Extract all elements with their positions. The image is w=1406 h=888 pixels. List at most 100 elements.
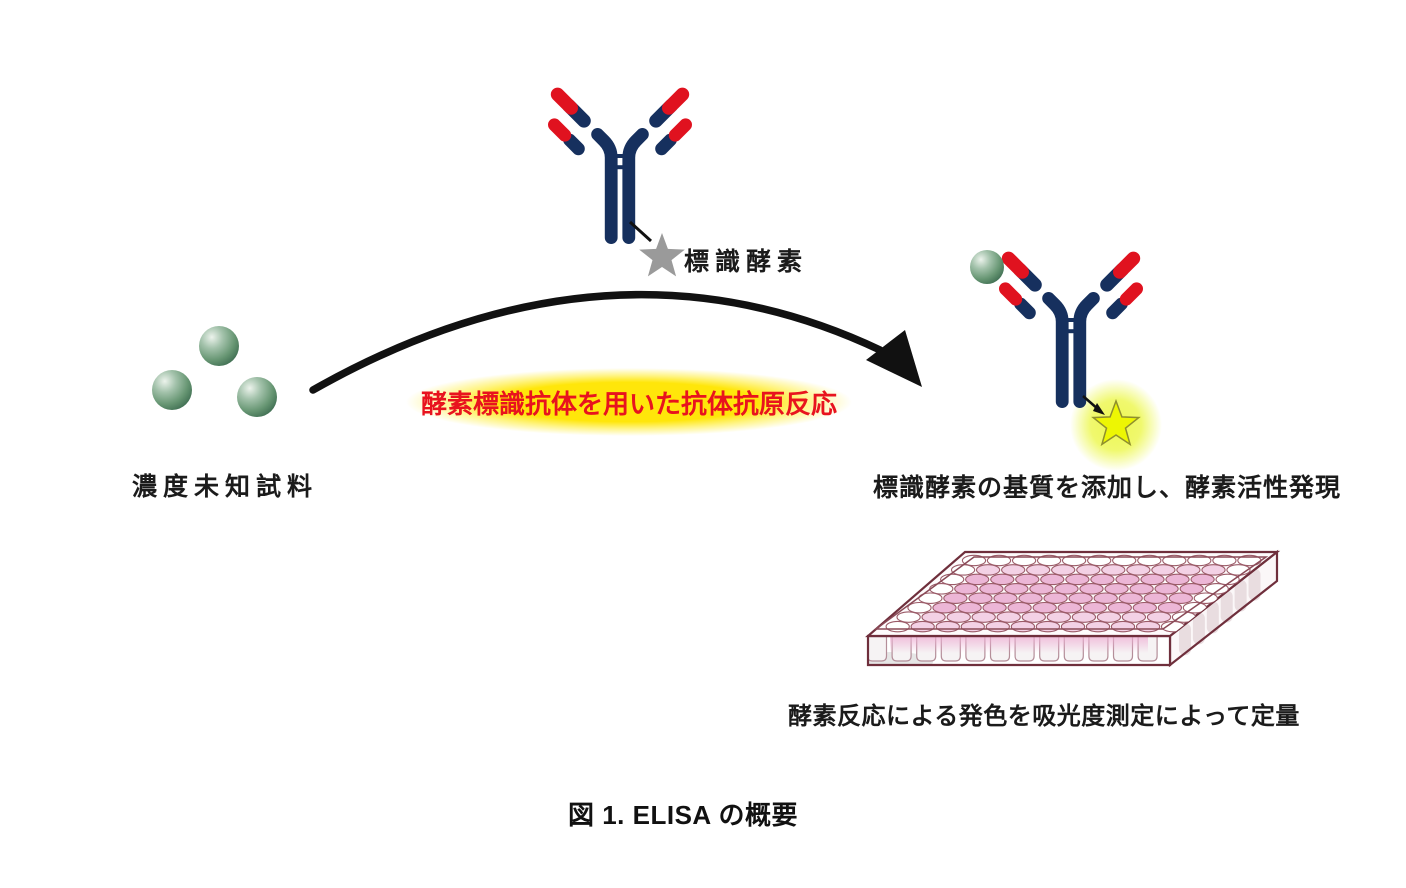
figure-caption: 図 1. ELISA の概要 xyxy=(568,800,798,830)
microplate-well xyxy=(979,583,1004,595)
microplate-well xyxy=(1087,554,1112,567)
microplate-well xyxy=(975,564,1001,576)
microplate-well xyxy=(1187,554,1212,567)
microplate-well xyxy=(990,573,1015,586)
microplate-well xyxy=(1151,564,1176,576)
enzyme-star-icon xyxy=(628,220,685,277)
microplate-96well-icon xyxy=(865,549,1281,668)
microplate-well xyxy=(1011,554,1037,567)
microplate-well xyxy=(910,620,935,633)
microplate-well xyxy=(1090,573,1115,586)
curved-arrow-icon xyxy=(309,290,922,394)
microplate-well xyxy=(1115,573,1140,586)
microplate-well xyxy=(1190,573,1215,586)
microplate-well xyxy=(1132,601,1157,614)
antibody-icon xyxy=(554,94,685,237)
microplate-well xyxy=(1146,611,1172,623)
microplate-well xyxy=(957,601,982,614)
microplate-well xyxy=(1140,573,1165,586)
microplate-well xyxy=(1085,620,1111,633)
unknown-sample-label: 濃度未知試料 xyxy=(132,473,319,501)
microplate-well xyxy=(965,573,990,586)
microplate-well xyxy=(985,620,1010,633)
microplate-well xyxy=(1018,592,1043,604)
microplate-well xyxy=(1007,601,1032,614)
microplate-well xyxy=(1112,554,1137,567)
microplate-well xyxy=(946,611,971,623)
microplate-well xyxy=(1010,620,1036,633)
microplate-inner-rim xyxy=(873,556,1269,630)
microplate-well xyxy=(1061,554,1087,567)
microplate-well xyxy=(1204,583,1229,595)
microplate-well xyxy=(943,592,968,604)
microplate-well xyxy=(961,554,987,567)
microplate-well xyxy=(1143,592,1168,604)
microplate-well xyxy=(1051,564,1076,576)
active-enzyme-star-icon xyxy=(1082,395,1140,446)
microplate-well xyxy=(1082,601,1107,614)
microplate-well xyxy=(1154,583,1179,595)
microplate-well xyxy=(982,601,1007,614)
microplate-well xyxy=(1057,601,1082,614)
microplate-well xyxy=(1101,564,1126,576)
microplate-well xyxy=(1054,583,1079,595)
microplate-well xyxy=(996,611,1021,623)
microplate-well xyxy=(1015,573,1040,586)
microplate-well xyxy=(1118,592,1143,604)
substrate-label: 標識酵素の基質を添加し、酵素活性発現 xyxy=(873,474,1342,502)
microplate-well xyxy=(1046,611,1071,623)
reaction-label: 酵素標識抗体を用いた抗体抗原反応 xyxy=(420,388,837,419)
microplate-well xyxy=(1135,620,1161,633)
microplate-well xyxy=(1076,564,1101,576)
enzyme-label: 標識酵素 xyxy=(684,248,809,276)
microplate-well xyxy=(1001,564,1026,576)
microplate-well xyxy=(968,592,993,604)
microplate-well xyxy=(1026,564,1051,576)
microplate-well xyxy=(1029,583,1054,595)
quantification-label: 酵素反応による発色を吸光度測定によって定量 xyxy=(788,703,1300,730)
microplate-well xyxy=(1065,573,1090,586)
microplate-well xyxy=(1179,583,1204,595)
microplate-well xyxy=(1068,592,1093,604)
microplate-well xyxy=(1093,592,1118,604)
microplate-well xyxy=(1137,554,1162,567)
microplate-well xyxy=(1129,583,1154,595)
microplate-well xyxy=(921,611,946,623)
microplate-well xyxy=(1104,583,1129,595)
antibody-bound-icon xyxy=(970,250,1137,402)
reaction-highlight: 酵素標識抗体を用いた抗体抗原反応 xyxy=(406,368,852,436)
microplate-well xyxy=(1121,611,1147,623)
microplate-well xyxy=(1126,564,1151,576)
microplate-well xyxy=(1071,611,1097,623)
microplate-well xyxy=(993,592,1018,604)
microplate-well xyxy=(1110,620,1136,633)
microplate-well xyxy=(1096,611,1122,623)
microplate-well xyxy=(1060,620,1086,633)
microplate-well xyxy=(1040,573,1065,586)
microplate-well xyxy=(932,601,957,614)
microplate-well xyxy=(986,554,1012,567)
microplate-well xyxy=(1157,601,1183,614)
microplate-well xyxy=(1201,564,1226,576)
microplate-well xyxy=(1032,601,1057,614)
microplate-well xyxy=(1212,554,1237,567)
microplate-well xyxy=(929,583,954,595)
microplate-well xyxy=(896,611,921,623)
microplate-well xyxy=(1035,620,1061,633)
microplate-well-front xyxy=(868,637,888,662)
microplate-well xyxy=(960,620,985,633)
microplate-well xyxy=(1036,554,1062,567)
microplate-well xyxy=(935,620,960,633)
microplate-well xyxy=(1162,554,1187,567)
bound-antigen-sphere-icon xyxy=(970,250,1004,284)
microplate-well xyxy=(1021,611,1046,623)
microplate-well xyxy=(1043,592,1068,604)
microplate-well xyxy=(1079,583,1104,595)
microplate-well xyxy=(1165,573,1190,586)
microplate-well xyxy=(1004,583,1029,595)
microplate-well xyxy=(950,564,976,576)
microplate-well xyxy=(907,601,932,614)
microplate-well xyxy=(1176,564,1201,576)
